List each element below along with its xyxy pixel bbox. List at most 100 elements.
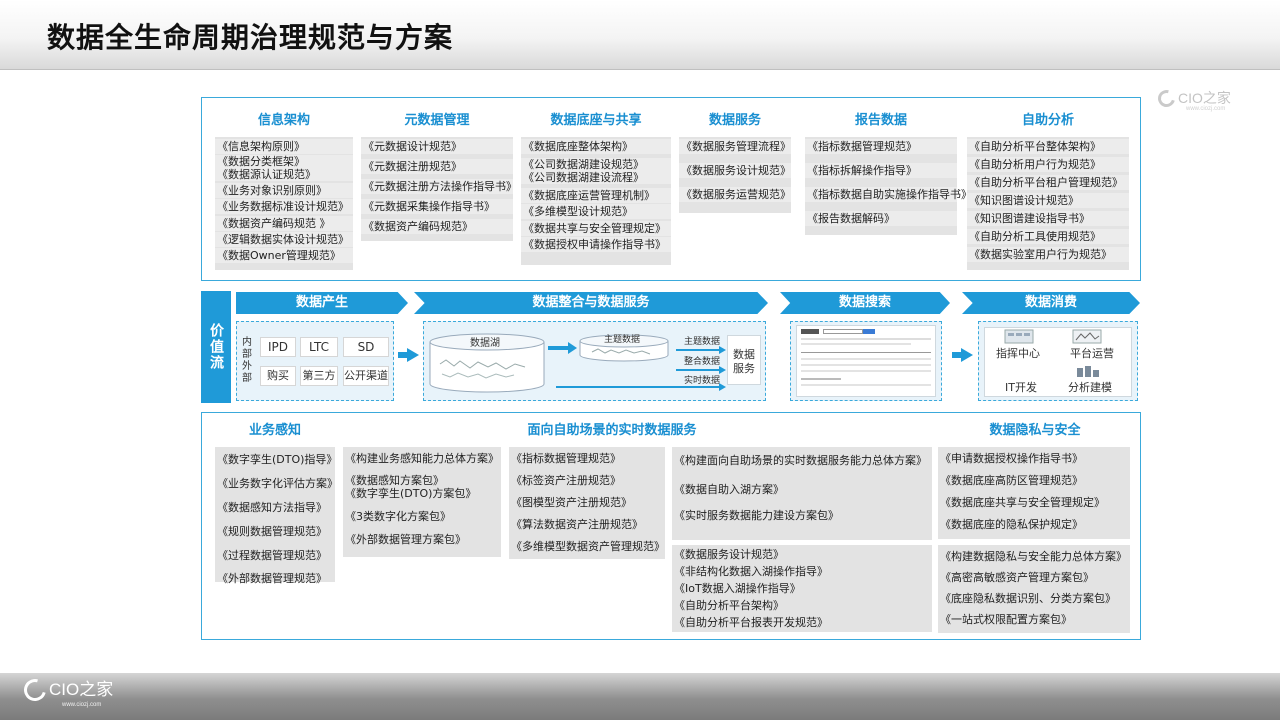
list-item: 《自助分析用户行为规范》 bbox=[967, 157, 1129, 172]
col-title-info-arch: 信息架构 bbox=[257, 113, 310, 128]
analysis-modeling-icon bbox=[1077, 366, 1099, 377]
list-item: 《数据授权申请操作指导书》 bbox=[521, 237, 671, 253]
list-item: 《数字孪生(DTO)方案包》 bbox=[345, 487, 477, 500]
list-item: 《指标数据管理规范》 bbox=[805, 139, 957, 154]
arrow-right-icon bbox=[719, 383, 726, 391]
list-item: 《业务对象识别原则》 bbox=[215, 182, 353, 198]
consume-it-dev: IT开发 bbox=[1005, 381, 1037, 394]
search-screenshot bbox=[796, 325, 936, 397]
col-items-data-service: 《数据服务管理流程》 《数据服务设计规范》 《数据服务运营规范》 bbox=[679, 137, 791, 213]
list-item: 《一站式权限配置方案包》 bbox=[940, 613, 1072, 626]
list-item: 《自助分析工具使用规范》 bbox=[967, 229, 1129, 244]
logo-url: www.ciozj.com bbox=[62, 702, 102, 708]
col-items-data-base: 《数据底座整体架构》 《公司数据湖建设规范》 《公司数据湖建设流程》 《数据底座… bbox=[521, 137, 671, 265]
theme-data-output: 主题数据 bbox=[684, 337, 721, 347]
logo-name: CIO之家 bbox=[49, 680, 114, 699]
outer-label: 外部 bbox=[242, 361, 252, 384]
list-item: 《3类数字化方案包》 bbox=[345, 510, 451, 523]
list-item: 《数据底座的隐私保护规定》 bbox=[940, 518, 1083, 531]
list-item: 《数据共享与安全管理规定》 bbox=[521, 220, 671, 236]
inner-label: 内部 bbox=[242, 337, 252, 360]
arrow-right-icon bbox=[407, 348, 419, 362]
source-ltc: LTC bbox=[300, 337, 338, 357]
list-item: 《数据服务设计规范》 bbox=[674, 548, 784, 561]
flow-arrow-bar bbox=[952, 352, 962, 358]
platform-ops-icon bbox=[1072, 329, 1102, 344]
list-item: 《数据感知方案包》 bbox=[345, 474, 444, 487]
arrow-right-icon bbox=[568, 342, 577, 354]
list-item: 《算法数据资产注册规范》 bbox=[511, 518, 643, 531]
consume-command-center: 指挥中心 bbox=[996, 347, 1040, 360]
list-item: 《外部数据管理规范》 bbox=[217, 572, 327, 586]
stage-data-integration: 数据整合与数据服务 bbox=[414, 292, 768, 314]
col-privacy-rules: 《申请数据授权操作指导书》 《数据底座高防区管理规范》 《数据底座共享与安全管理… bbox=[938, 447, 1130, 539]
list-item: 《数据Owner管理规范》 bbox=[215, 248, 353, 264]
list-item: 《数据服务管理流程》 bbox=[679, 139, 791, 154]
list-item: 《数据源认证规范》 bbox=[215, 168, 353, 182]
flow-arrow-bar bbox=[548, 346, 570, 350]
list-item: 《图模型资产注册规范》 bbox=[511, 496, 632, 509]
col-business-sense-plans: 《构建业务感知能力总体方案》 《数据感知方案包》 《数字孪生(DTO)方案包》 … bbox=[343, 447, 501, 557]
list-item: 《元数据注册方法操作指导书》 bbox=[361, 179, 517, 194]
list-item: 《指标数据管理规范》 bbox=[511, 452, 621, 465]
list-item: 《数据服务运营规范》 bbox=[679, 187, 791, 202]
arrow-right-icon bbox=[719, 346, 726, 354]
section-title-business-sense: 业务感知 bbox=[248, 423, 301, 438]
list-item: 《公司数据湖建设流程》 bbox=[521, 171, 671, 184]
stage-data-generation: 数据产生 bbox=[236, 292, 408, 314]
list-item: 《业务数字化评估方案》 bbox=[217, 476, 338, 490]
col-items-info-arch: 《信息架构原则》 《数据分类框架》 《数据源认证规范》 《业务对象识别原则》 《… bbox=[215, 137, 353, 270]
logo-url: www.ciozj.com bbox=[1186, 106, 1226, 112]
list-item: 《IoT数据入湖操作指导》 bbox=[674, 582, 801, 595]
list-item: 《报告数据解码》 bbox=[805, 211, 957, 226]
list-item: 《指标拆解操作指导》 bbox=[805, 163, 957, 178]
col-asset-registration: 《指标数据管理规范》 《标签资产注册规范》 《图模型资产注册规范》 《算法数据资… bbox=[509, 447, 665, 559]
slide-header: 数据全生命周期治理规范与方案 bbox=[0, 0, 1280, 70]
col-realtime-plans: 《构建面向自助场景的实时数据服务能力总体方案》 《数据自助入湖方案》 《实时服务… bbox=[672, 447, 932, 540]
list-item: 《数据分类框架》 bbox=[215, 155, 353, 169]
list-item: 《数据服务设计规范》 bbox=[679, 163, 791, 178]
arrow-right-icon bbox=[719, 366, 726, 374]
list-item: 《自助分析平台租户管理规范》 bbox=[967, 175, 1129, 190]
col-title-self-analysis: 自助分析 bbox=[1021, 113, 1074, 128]
flow-arrow-bar bbox=[556, 386, 720, 388]
source-purchase: 购买 bbox=[260, 366, 296, 386]
list-item: 《构建面向自助场景的实时数据服务能力总体方案》 bbox=[674, 454, 927, 467]
list-item: 《数据底座高防区管理规范》 bbox=[940, 474, 1083, 487]
stage-data-consumption: 数据消费 bbox=[962, 292, 1140, 314]
col-title-data-service: 数据服务 bbox=[708, 113, 761, 128]
footer-logo: CIO之家 www.ciozj.com bbox=[19, 674, 114, 708]
watermark-logo: CIO之家 www.ciozj.com bbox=[1154, 86, 1231, 112]
realtime-data-output: 实时数据 bbox=[684, 376, 721, 386]
section-title-privacy-security: 数据隐私与安全 bbox=[989, 423, 1081, 438]
consume-analysis-modeling: 分析建模 bbox=[1068, 381, 1112, 394]
col-title-data-base: 数据底座与共享 bbox=[550, 113, 642, 128]
list-item: 《元数据设计规范》 bbox=[361, 139, 513, 154]
flow-arrow-bar bbox=[398, 352, 408, 358]
integrated-data-output: 整合数据 bbox=[684, 357, 721, 367]
list-item: 《实时服务数据能力建设方案包》 bbox=[674, 509, 839, 522]
list-item: 《规则数据管理规范》 bbox=[217, 524, 327, 538]
col-title-report: 报告数据 bbox=[854, 113, 907, 128]
list-item: 《公司数据湖建设规范》 bbox=[521, 158, 671, 171]
list-item: 《过程数据管理规范》 bbox=[217, 548, 327, 562]
col-items-metadata: 《元数据设计规范》 《元数据注册规范》 《元数据注册方法操作指导书》 《元数据采… bbox=[361, 137, 517, 241]
list-item: 《高密高敏感资产管理方案包》 bbox=[940, 571, 1094, 584]
list-item: 《元数据注册规范》 bbox=[361, 159, 513, 174]
list-item: 《非结构化数据入湖操作指导》 bbox=[674, 565, 828, 578]
col-business-sense: 《数字孪生(DTO)指导》 《业务数字化评估方案》 《数据感知方法指导》 《规则… bbox=[215, 447, 338, 585]
list-item: 《自助分析平台报表开发规范》 bbox=[674, 616, 828, 629]
data-service-block bbox=[727, 335, 761, 385]
list-item: 《数据感知方法指导》 bbox=[217, 500, 327, 514]
list-item: 《数据底座整体架构》 bbox=[521, 139, 671, 154]
col-items-self-analysis: 《自助分析平台整体架构》 《自助分析用户行为规范》 《自助分析平台租户管理规范》… bbox=[967, 137, 1129, 270]
list-item: 《指标数据自助实施操作指导书》 bbox=[805, 187, 972, 202]
col-title-metadata: 元数据管理 bbox=[404, 113, 470, 128]
flow-arrow-bar bbox=[676, 349, 720, 351]
slide-footer bbox=[0, 673, 1280, 720]
list-item: 《逻辑数据实体设计规范》 bbox=[215, 231, 353, 247]
list-item: 《知识图谱建设指导书》 bbox=[967, 211, 1129, 226]
data-sources-box bbox=[236, 321, 394, 401]
value-stream-label: 价值流 bbox=[201, 291, 231, 403]
